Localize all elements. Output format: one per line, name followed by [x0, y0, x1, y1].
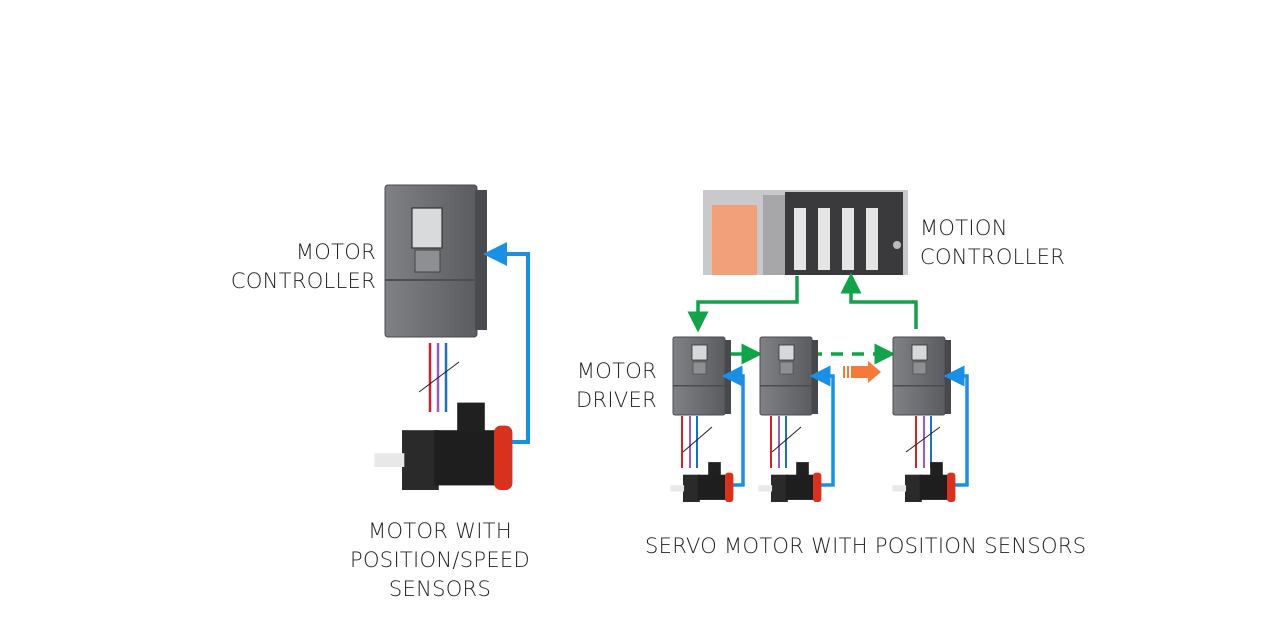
label-line: CONTROLLER: [230, 269, 376, 293]
motor-controller-label: MOTOR CONTROLLER: [210, 238, 376, 296]
label-line: MOTOR: [576, 359, 657, 383]
motor-driver-label: MOTOR DRIVER: [540, 357, 657, 415]
motor-driver-2: [759, 336, 819, 416]
servo-motor-2: [758, 462, 822, 502]
motion-controller-device: [703, 190, 908, 275]
power-cable: [418, 343, 460, 412]
network-line-return: [840, 272, 918, 329]
feedback-line-3: [943, 365, 969, 487]
servo-motor-1: [670, 462, 734, 502]
motor-with-sensors: [374, 402, 513, 490]
motor-driver-1: [672, 336, 732, 416]
label-line: MOTOR: [295, 240, 376, 264]
servo-phases-1: [681, 416, 713, 468]
label-line: DRIVER: [576, 388, 657, 412]
servo-phases-2: [770, 416, 802, 468]
servo-motor-caption: SERVO MOTOR WITH POSITION SENSORS: [645, 534, 1087, 558]
network-line-out: [687, 276, 799, 333]
label-line: MOTOR WITH: [368, 519, 512, 543]
motion-controller-label: MOTION CONTROLLER: [920, 214, 1065, 272]
servo-phases-3: [905, 416, 941, 468]
servo-motor-3: [892, 462, 956, 502]
continuation-arrow-icon: [843, 361, 881, 383]
feedback-line: [483, 242, 530, 444]
label-line: SENSORS: [388, 577, 492, 601]
feedback-line-1: [721, 365, 745, 487]
label-line: CONTROLLER: [920, 245, 1066, 269]
feedback-line-2: [809, 365, 835, 487]
motor-driver-3: [892, 336, 952, 416]
motor-with-sensors-label: MOTOR WITH POSITION/SPEED SENSORS: [320, 517, 560, 604]
label-line: POSITION/SPEED: [350, 548, 530, 572]
motor-controller-device: [384, 184, 487, 338]
label-line: MOTION: [920, 216, 1008, 240]
